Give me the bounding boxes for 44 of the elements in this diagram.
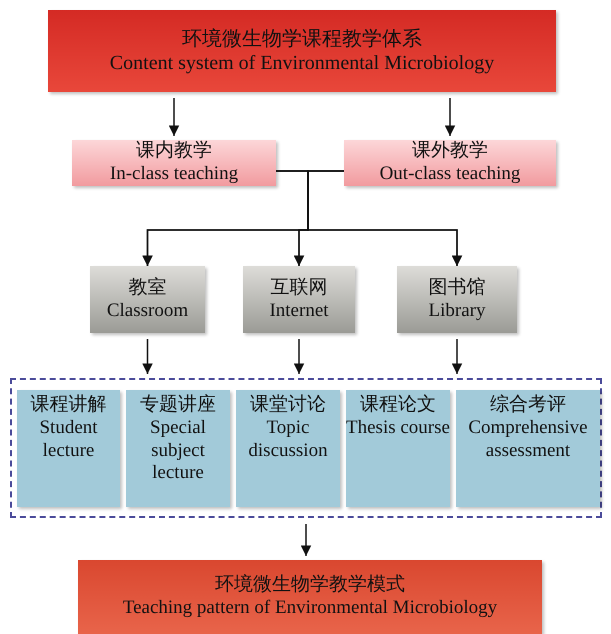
box-subtitle: Internet: [269, 300, 329, 322]
box-subtitle: Classroom: [106, 300, 188, 322]
box-title: 教室: [128, 276, 166, 300]
process-box: [456, 390, 600, 507]
box-title: 环境微生物学教学模式: [215, 574, 405, 597]
arrow: [300, 524, 312, 556]
process-box: [72, 140, 276, 186]
box-subtitle: Thesis course: [346, 416, 450, 440]
process-box: [90, 266, 205, 333]
box-title: 综合考评: [490, 394, 566, 417]
process-box: [48, 10, 556, 92]
box-subtitle: Topic discussion: [247, 416, 329, 462]
process-box: [346, 390, 450, 507]
box-subtitle: Content system of Environmental Microbiology: [110, 51, 494, 75]
arrow: [294, 339, 304, 374]
box-title: 课程论文: [360, 394, 436, 417]
box-subtitle: Comprehensive assessment: [467, 416, 589, 462]
arrow: [307, 170, 462, 266]
process-box: [397, 266, 517, 333]
process-box: [17, 390, 120, 507]
box-subtitle: Student lecture: [38, 416, 99, 462]
box-subtitle: Library: [428, 300, 486, 322]
process-box: [126, 390, 230, 507]
box-title: 图书馆: [428, 276, 486, 300]
box-title: 课内教学: [136, 140, 212, 163]
box-subtitle: Special subject lecture: [149, 416, 207, 486]
box-subtitle: In-class teaching: [110, 163, 238, 186]
box-title: 课程讲解: [30, 394, 106, 417]
arrow: [168, 98, 180, 136]
box-title: 课外教学: [412, 140, 488, 163]
process-box: [243, 266, 355, 333]
box-title: 课堂讨论: [250, 394, 326, 417]
box-subtitle: Teaching pattern of Environmental Microbiology: [122, 597, 498, 620]
process-box: [344, 140, 556, 186]
arrow: [444, 98, 456, 136]
box-subtitle: Out-class teaching: [380, 163, 520, 186]
process-box: [78, 560, 542, 634]
box-title: 环境微生物学课程教学体系: [182, 27, 422, 51]
arrow: [142, 339, 153, 374]
process-box: [236, 390, 340, 507]
box-title: 互联网: [270, 276, 328, 300]
box-title: 专题讲座: [140, 394, 216, 417]
arrow: [452, 339, 462, 374]
dashed-group-frame: [10, 378, 602, 518]
